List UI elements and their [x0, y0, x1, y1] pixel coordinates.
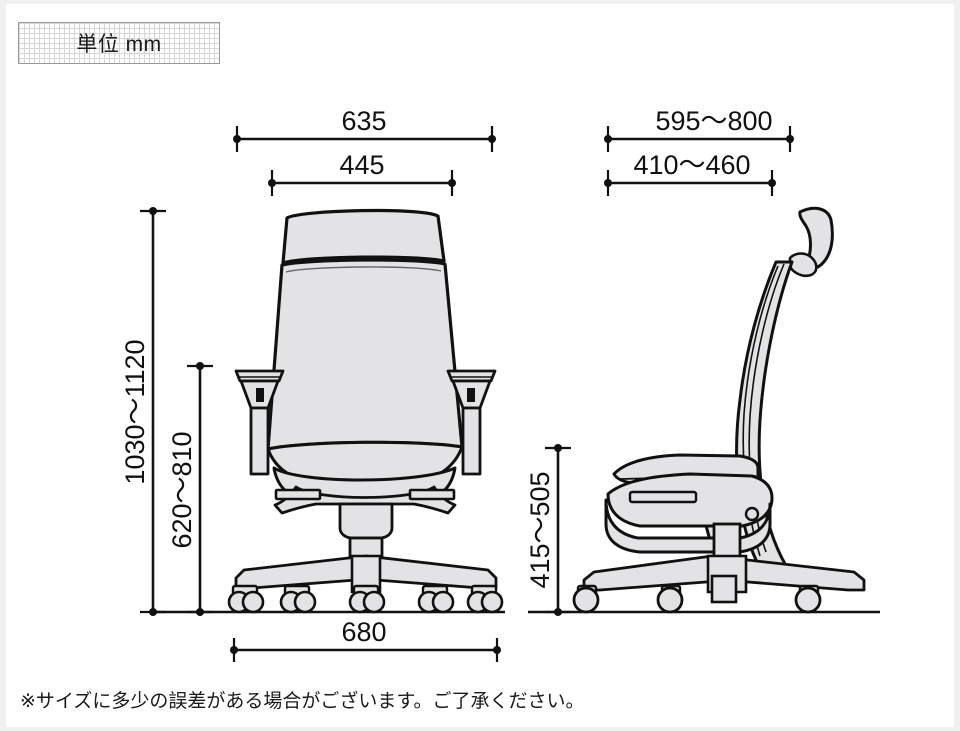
front-mechanism [273, 485, 457, 515]
side-view-chair [572, 206, 866, 614]
unit-legend-box: 単位 mm [18, 22, 220, 64]
front-headrest-seam [282, 256, 445, 264]
front-base-hub [350, 554, 382, 594]
dimension-side-seat-depth: 410〜460 [604, 150, 776, 196]
front-backrest-inner-line [285, 266, 442, 273]
front-cylinder-housing [338, 502, 394, 540]
side-headrest-bracket [788, 252, 818, 278]
dimension-front-overall-width: 635 [233, 106, 496, 152]
dimension-front-seat-width: 445 [268, 150, 456, 196]
dimension-front-overall-height: 1030〜1120 [120, 207, 166, 616]
dimension-label-635: 635 [341, 106, 386, 136]
dimension-label-595-800: 595〜800 [655, 106, 772, 136]
disclaimer-caption: ※サイズに多少の誤差がある場合がございます。ご了承ください。 [20, 691, 585, 712]
dimension-label-445: 445 [339, 150, 384, 180]
front-armrest-left [234, 369, 285, 476]
front-casters [227, 584, 504, 614]
side-base-column [710, 574, 738, 604]
front-lever-right [408, 488, 456, 501]
dimension-label-680: 680 [341, 617, 386, 647]
front-view-chair [227, 208, 504, 614]
dimension-side-overall-depth: 595〜800 [604, 106, 794, 152]
front-armrest-right [446, 369, 497, 476]
front-headrest [281, 208, 446, 265]
side-casters [572, 584, 822, 614]
unit-legend-label: 単位 mm [76, 33, 162, 56]
dimension-side-seat-height: 415〜505 [525, 444, 571, 616]
front-lever-left [274, 488, 322, 501]
dimension-label-620-810: 620〜810 [167, 431, 197, 548]
dimension-label-410-460: 410〜460 [633, 150, 750, 180]
dimension-base-width: 680 [230, 617, 501, 662]
dimension-label-1030-1120: 1030〜1120 [120, 339, 150, 484]
side-lever [628, 490, 698, 504]
dimension-front-back-height: 620〜810 [167, 362, 213, 616]
dimension-label-415-505: 415〜505 [525, 471, 555, 588]
side-tilt-knob [744, 506, 760, 522]
front-backrest [266, 258, 464, 451]
